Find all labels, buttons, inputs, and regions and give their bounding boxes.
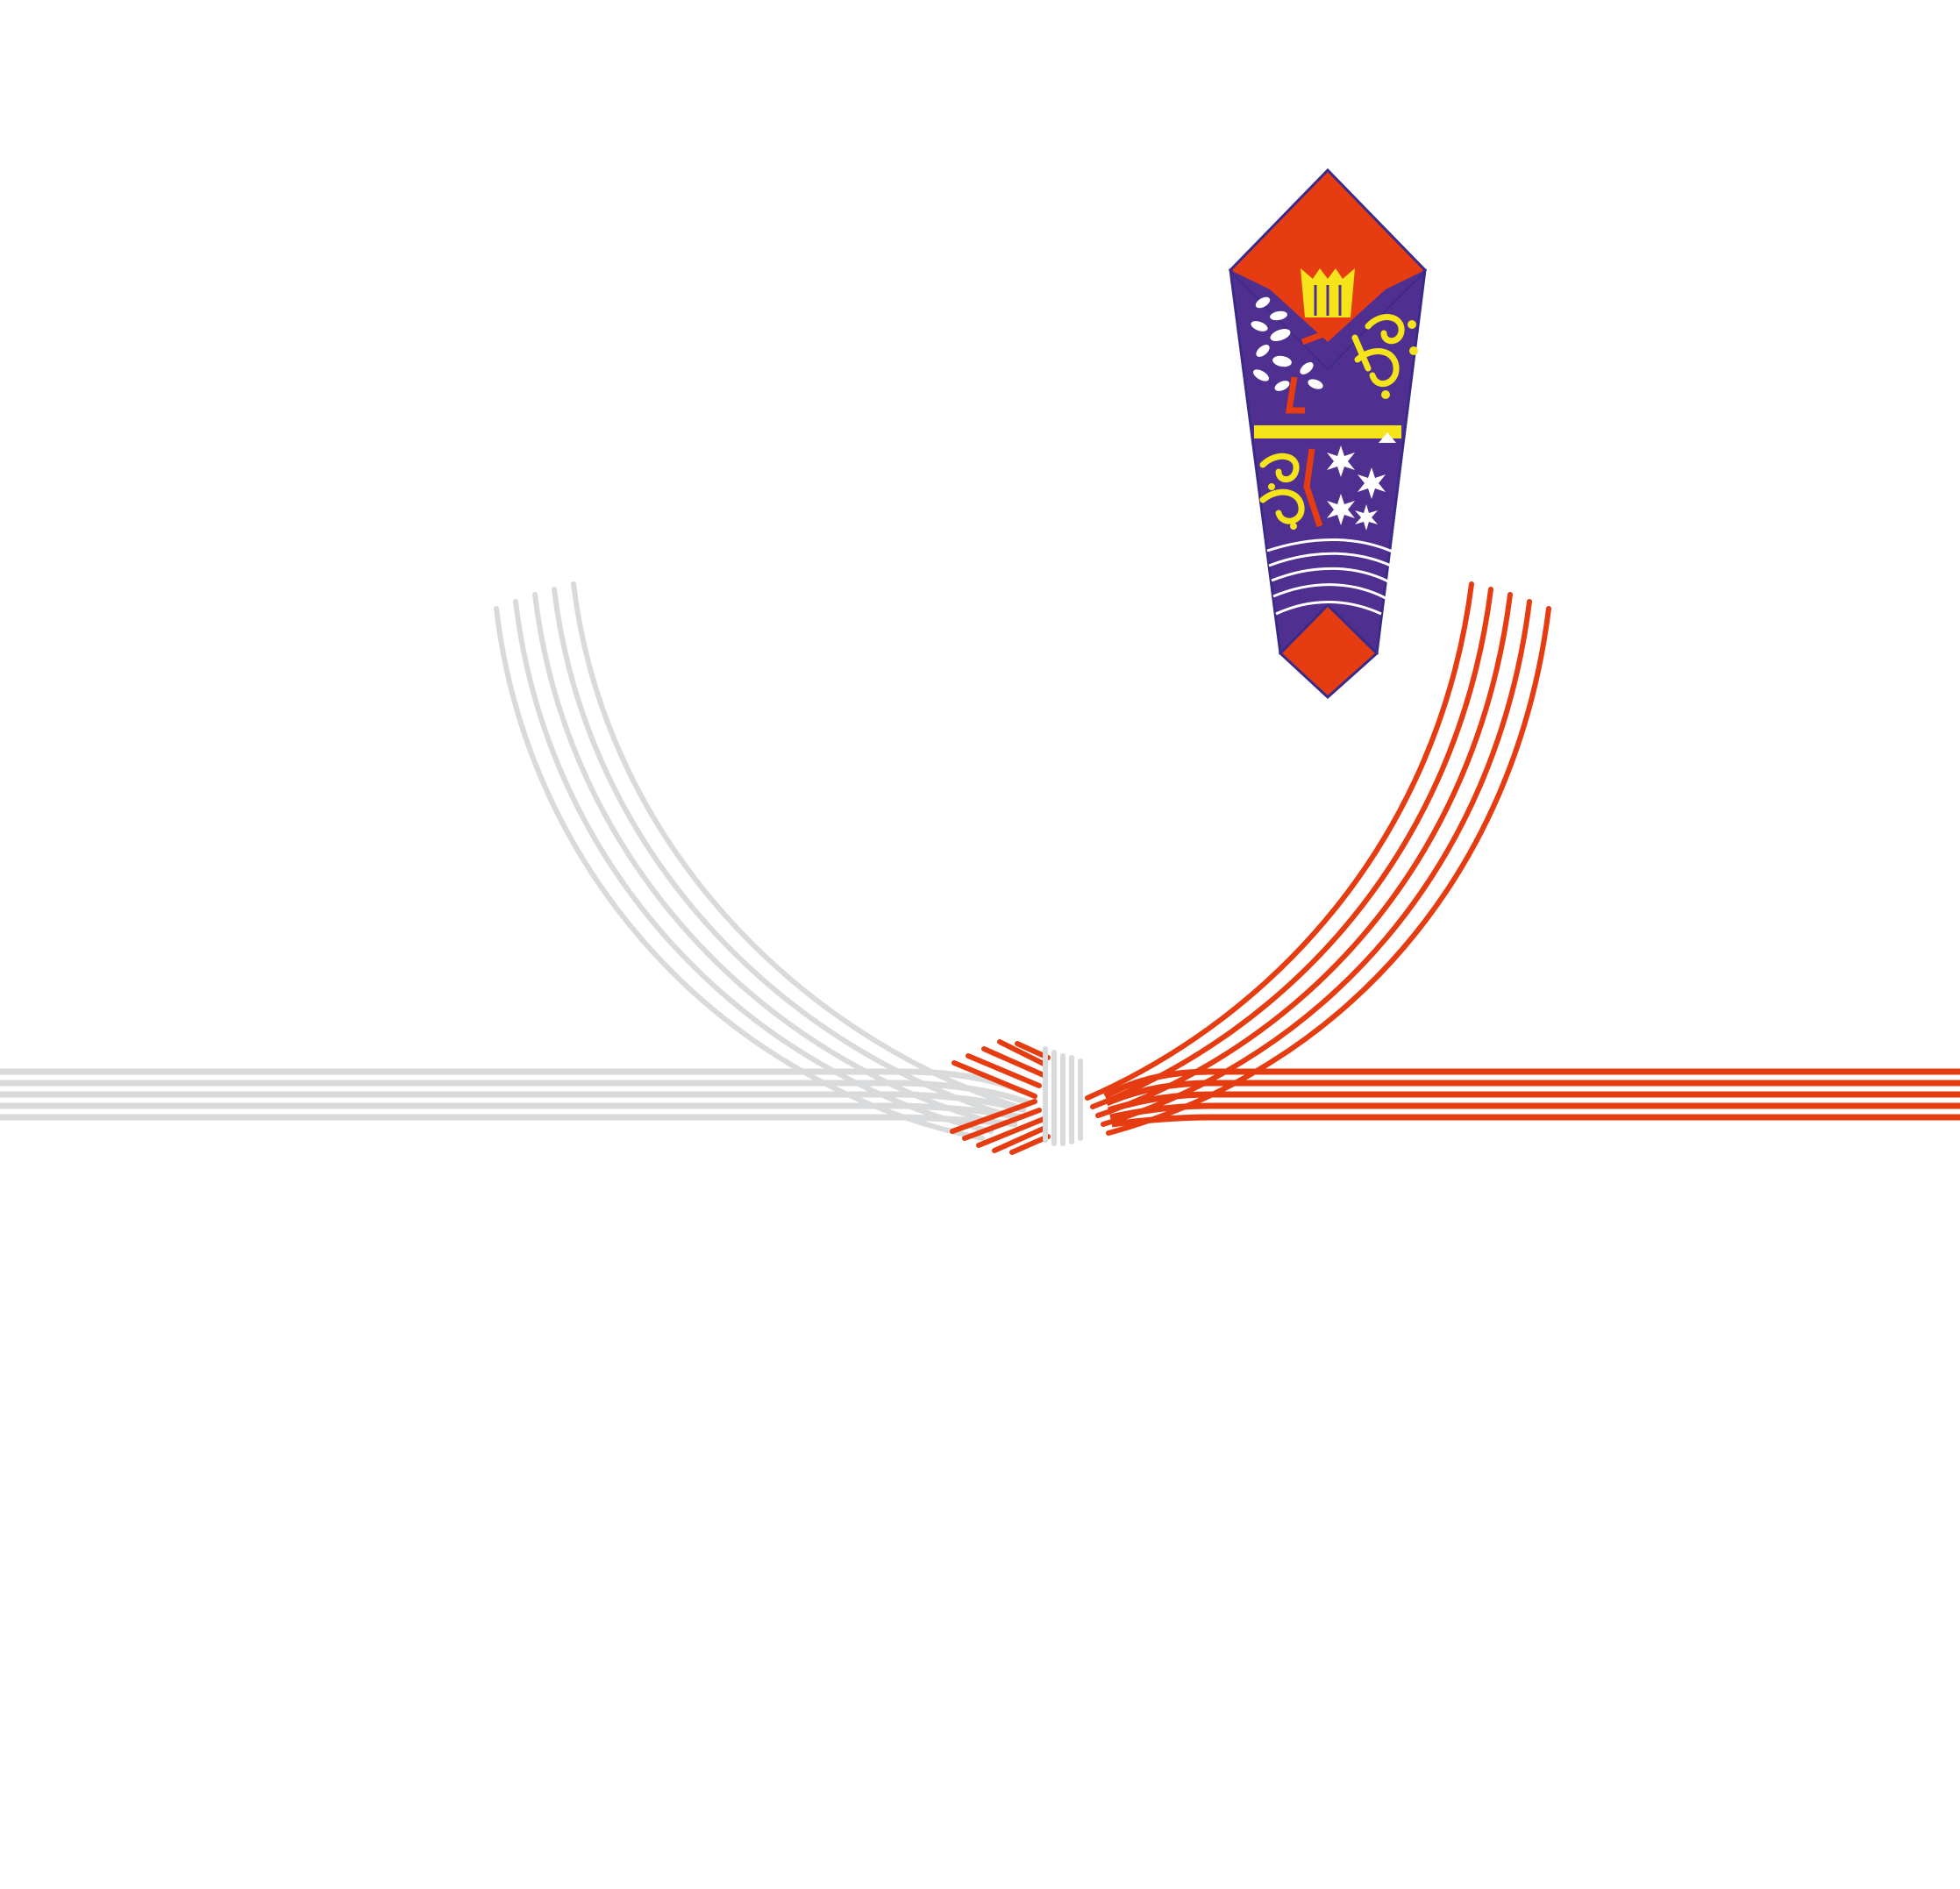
white-flower-motifs <box>1327 432 1396 531</box>
red-loop-cords <box>1085 581 1551 1136</box>
silver-loop-1 <box>571 581 1020 1109</box>
swirl-lower-1 <box>1259 453 1300 483</box>
leaf-5 <box>1256 345 1270 357</box>
red-cord-4 <box>1109 1102 1960 1121</box>
silver-loop-2 <box>552 587 1011 1118</box>
yellow-swirl-motifs <box>1259 314 1405 524</box>
knot-red-strand-2 <box>966 1053 1042 1088</box>
white-wave-lines <box>1266 538 1395 616</box>
knot-red-strand-3 <box>981 1046 1046 1078</box>
leaf-2 <box>1270 310 1287 321</box>
swirl-upper-3 <box>1351 334 1372 372</box>
red-loop-1 <box>1085 581 1474 1101</box>
red-loop-2 <box>1090 587 1493 1109</box>
knot-red-strand-10 <box>1009 1134 1051 1155</box>
knot-red-strand-4 <box>997 1039 1048 1067</box>
leaf-4 <box>1270 329 1291 341</box>
leaf-1 <box>1255 296 1271 309</box>
red-loop-3 <box>1095 592 1513 1118</box>
flower-4 <box>1355 504 1378 531</box>
wave-5 <box>1275 601 1382 616</box>
red-cord-5 <box>1111 1114 1960 1128</box>
silver-loop-3 <box>532 592 1002 1127</box>
white-leaf-motifs <box>1251 296 1323 391</box>
wave-2 <box>1268 552 1393 568</box>
swirl-dot-2 <box>1409 346 1418 355</box>
silver-loop-4 <box>513 599 994 1134</box>
silver-loop-5 <box>494 606 985 1141</box>
red-loop-5 <box>1106 606 1551 1136</box>
wave-4 <box>1272 583 1386 600</box>
leaf-7 <box>1252 369 1270 381</box>
flower-3 <box>1327 494 1355 525</box>
knot-red-strand-6 <box>950 1099 1037 1134</box>
swirl-dot-4 <box>1268 483 1275 490</box>
swirl-lower-2 <box>1259 488 1305 524</box>
leaf-9 <box>1300 362 1314 374</box>
noshi-ornament-icon <box>1228 168 1428 700</box>
noshi-yellow-band <box>1254 425 1401 438</box>
knot-red-strand-8 <box>976 1116 1046 1148</box>
awaji-knot-icon <box>950 1039 1083 1155</box>
noshi-top-fold <box>1230 270 1425 368</box>
leaf-8 <box>1274 381 1290 391</box>
swirl-dot-1 <box>1408 320 1416 329</box>
flower-1 <box>1327 446 1355 477</box>
knot-red-strand-7 <box>962 1108 1042 1141</box>
noshi-bottom-diamond <box>1278 602 1379 700</box>
red-loop-4 <box>1101 599 1532 1127</box>
flower-2 <box>1358 467 1386 499</box>
leaf-3 <box>1251 321 1268 331</box>
wave-1 <box>1266 538 1395 554</box>
leaf-10 <box>1308 379 1323 389</box>
flower-5 <box>1379 432 1396 443</box>
leaf-6 <box>1272 355 1292 367</box>
swirl-upper-1 <box>1365 314 1405 345</box>
silver-loop-cords <box>494 581 1020 1141</box>
knot-red-strand-1 <box>951 1060 1037 1099</box>
swirl-dot-5 <box>1290 523 1297 530</box>
wave-3 <box>1271 567 1391 584</box>
knot-red-strand-9 <box>992 1125 1048 1153</box>
swirl-upper-2 <box>1354 348 1400 388</box>
noshi-red-ribbon <box>1285 330 1328 528</box>
swirl-dot-3 <box>1381 390 1390 399</box>
